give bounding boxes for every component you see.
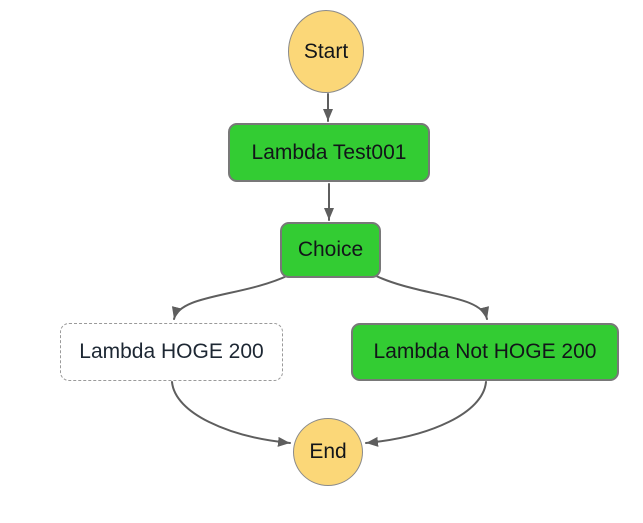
node-end[interactable]: End xyxy=(293,418,363,486)
node-lambda-hoge-200[interactable]: Lambda HOGE 200 xyxy=(60,323,283,381)
node-lambda-hoge-200-label: Lambda HOGE 200 xyxy=(79,340,264,363)
node-lambda-test001-label: Lambda Test001 xyxy=(251,140,407,164)
node-start-label: Start xyxy=(303,39,349,63)
node-lambda-not-hoge-200[interactable]: Lambda Not HOGE 200 xyxy=(351,323,619,381)
node-lambda-test001[interactable]: Lambda Test001 xyxy=(228,123,430,182)
edge-lambda-not-hoge-200-to-end xyxy=(365,381,487,447)
edge-choice-to-lambda-hoge-200 xyxy=(171,274,290,320)
node-start[interactable]: Start xyxy=(288,10,364,93)
node-lambda-not-hoge-200-label: Lambda Not HOGE 200 xyxy=(373,340,597,363)
edge-choice-to-lambda-not-hoge-200 xyxy=(373,274,490,320)
node-choice[interactable]: Choice xyxy=(280,222,381,278)
node-end-label: End xyxy=(309,440,347,463)
node-choice-label: Choice xyxy=(297,238,364,261)
edge-lambda-hoge-200-to-end xyxy=(171,381,291,447)
